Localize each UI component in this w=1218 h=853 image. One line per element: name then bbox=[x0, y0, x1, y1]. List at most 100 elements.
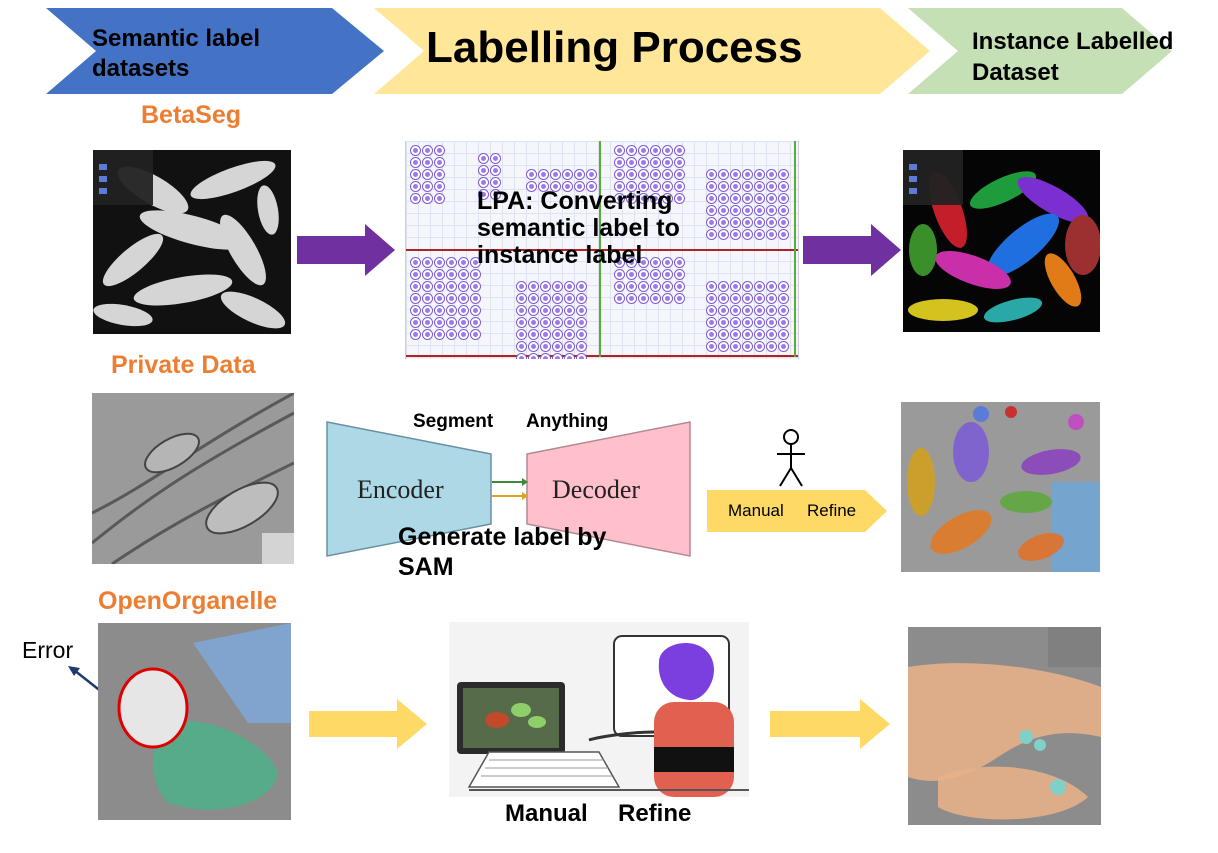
lpa-grid-dot bbox=[422, 305, 433, 316]
lpa-grid-dot bbox=[730, 317, 741, 328]
lpa-grid-dot bbox=[478, 177, 489, 188]
lpa-grid-dot bbox=[742, 181, 753, 192]
lpa-grid-dot bbox=[742, 305, 753, 316]
betaseg-instance-image bbox=[903, 150, 1100, 332]
lpa-grid-dot bbox=[614, 293, 625, 304]
lpa-grid-dot bbox=[730, 229, 741, 240]
lpa-grid-dot bbox=[674, 257, 685, 268]
lpa-grid-dot bbox=[730, 181, 741, 192]
encoder-shape bbox=[326, 421, 492, 557]
lpa-grid-dot bbox=[778, 193, 789, 204]
lpa-grid-dot bbox=[778, 217, 789, 228]
lpa-divider-vertical-right bbox=[794, 141, 796, 357]
lpa-grid-dot bbox=[434, 329, 445, 340]
lpa-grid-dot bbox=[422, 181, 433, 192]
encoder-label: Encoder bbox=[357, 475, 444, 504]
lpa-grid-dot bbox=[490, 153, 501, 164]
lpa-grid-dot bbox=[586, 169, 597, 180]
lpa-grid-dot bbox=[586, 181, 597, 192]
lpa-grid-dot bbox=[458, 305, 469, 316]
lpa-grid-dot bbox=[552, 353, 563, 359]
lpa-grid-dot bbox=[766, 217, 777, 228]
lpa-grid-dot bbox=[458, 329, 469, 340]
lpa-grid-dot bbox=[626, 293, 637, 304]
lpa-grid-dot bbox=[446, 317, 457, 328]
left-chevron-shape bbox=[46, 8, 384, 94]
lpa-grid-dot bbox=[458, 317, 469, 328]
manual-refine-caption-left: Manual bbox=[505, 800, 588, 827]
lpa-grid-dot bbox=[674, 157, 685, 168]
lpa-grid-dot bbox=[576, 353, 587, 359]
lpa-grid-dot bbox=[540, 293, 551, 304]
lpa-grid-dot bbox=[538, 181, 549, 192]
lpa-grid-dot bbox=[434, 281, 445, 292]
lpa-grid-dot bbox=[614, 257, 625, 268]
lpa-grid-dot bbox=[540, 305, 551, 316]
lpa-grid-dot bbox=[564, 353, 575, 359]
lpa-grid-dot bbox=[638, 145, 649, 156]
lpa-grid-dot bbox=[410, 145, 421, 156]
lpa-grid-dot bbox=[730, 169, 741, 180]
lpa-grid-dot bbox=[674, 281, 685, 292]
middle-chevron-shape bbox=[374, 8, 930, 94]
lpa-grid-dot bbox=[638, 281, 649, 292]
lpa-grid-dot bbox=[662, 281, 673, 292]
manual-refine-caption-right: Refine bbox=[618, 800, 692, 827]
lpa-grid-dot bbox=[650, 157, 661, 168]
lpa-grid-dot bbox=[626, 281, 637, 292]
lpa-grid-dot bbox=[516, 293, 527, 304]
lpa-grid-dot bbox=[742, 193, 753, 204]
lpa-grid-dot bbox=[778, 305, 789, 316]
lpa-grid-dot bbox=[662, 145, 673, 156]
lpa-grid-dot bbox=[778, 169, 789, 180]
lpa-grid-dot bbox=[434, 257, 445, 268]
lpa-grid-dot bbox=[516, 305, 527, 316]
lpa-grid-dot bbox=[446, 281, 457, 292]
lpa-grid-dot bbox=[478, 189, 489, 200]
lpa-grid-dot bbox=[718, 305, 729, 316]
lpa-grid-dot bbox=[638, 169, 649, 180]
lpa-grid-dot bbox=[778, 229, 789, 240]
lpa-grid-dot bbox=[754, 217, 765, 228]
lpa-grid-dot bbox=[650, 145, 661, 156]
lpa-grid-dot bbox=[662, 293, 673, 304]
lpa-grid-dot bbox=[742, 169, 753, 180]
lpa-grid-dot bbox=[458, 293, 469, 304]
error-label: Error bbox=[22, 637, 74, 663]
lpa-grid-dot bbox=[434, 169, 445, 180]
lpa-grid-dot bbox=[754, 229, 765, 240]
lpa-grid-dot bbox=[706, 293, 717, 304]
lpa-grid-dot bbox=[742, 317, 753, 328]
lpa-grid-dot bbox=[470, 305, 481, 316]
middle-chevron-label: Labelling Process bbox=[426, 23, 803, 72]
lpa-grid-dot bbox=[614, 145, 625, 156]
lpa-grid-dot bbox=[516, 329, 527, 340]
lpa-grid-dot bbox=[490, 177, 501, 188]
lpa-grid-dot bbox=[528, 293, 539, 304]
lpa-grid-dot bbox=[754, 169, 765, 180]
lpa-grid-dot bbox=[550, 181, 561, 192]
lpa-grid-dot bbox=[674, 269, 685, 280]
lpa-grid-dot bbox=[650, 281, 661, 292]
lpa-grid-dot bbox=[706, 205, 717, 216]
lpa-grid-dot bbox=[614, 157, 625, 168]
lpa-grid-dot bbox=[706, 305, 717, 316]
lpa-grid-dot bbox=[576, 281, 587, 292]
lpa-grid-dot bbox=[516, 317, 527, 328]
lpa-grid-dot bbox=[614, 281, 625, 292]
yellow-arrow-1 bbox=[309, 699, 427, 749]
sam-diagram bbox=[326, 421, 691, 557]
lpa-grid-dot bbox=[410, 193, 421, 204]
private-instance-image bbox=[901, 402, 1100, 572]
lpa-grid-dot bbox=[766, 181, 777, 192]
lpa-grid-dot bbox=[742, 217, 753, 228]
lpa-grid-dot bbox=[766, 193, 777, 204]
lpa-grid-dot bbox=[706, 217, 717, 228]
lpa-grid-dot bbox=[650, 257, 661, 268]
purple-arrow-1 bbox=[297, 224, 395, 276]
sam-title-left: Segment bbox=[413, 411, 494, 432]
lpa-grid-dot bbox=[434, 193, 445, 204]
lpa-grid-dot bbox=[718, 229, 729, 240]
manual-refine-arrow-left: Manual bbox=[728, 501, 784, 520]
lpa-grid-dot bbox=[718, 341, 729, 352]
